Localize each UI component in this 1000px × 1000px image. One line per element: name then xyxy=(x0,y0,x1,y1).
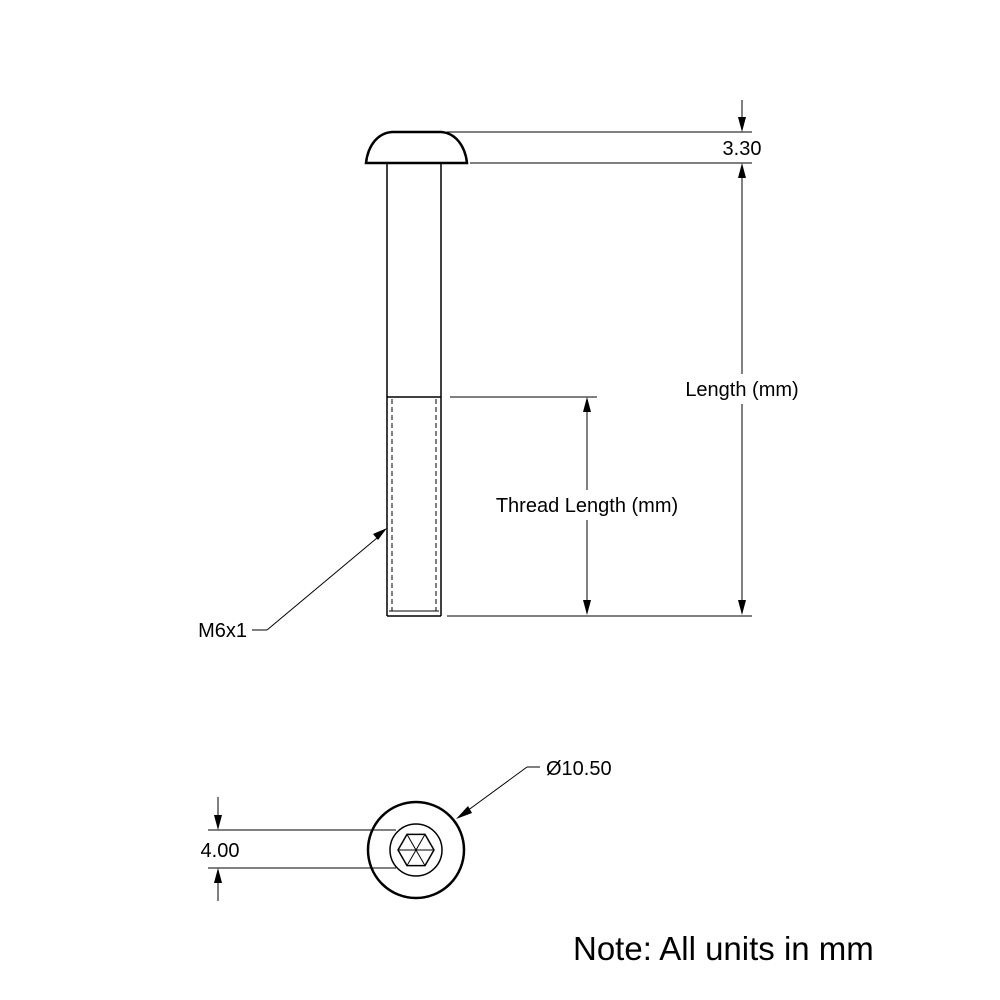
length-dimension: Length (mm) xyxy=(447,163,810,617)
length-label-gap xyxy=(676,374,810,404)
arrowhead-up xyxy=(214,868,222,883)
head-diameter-label: Ø10.50 xyxy=(546,758,612,780)
thread-length-label-gap xyxy=(482,490,694,520)
head-outer-circle xyxy=(366,800,466,900)
hex-socket-dimension: 4.00 xyxy=(201,797,396,901)
bolt-side-view xyxy=(364,130,469,617)
thread-length-dimension: Thread Length (mm) xyxy=(450,396,694,615)
arrowhead-up xyxy=(738,163,746,178)
arrowhead-up xyxy=(583,397,591,412)
hex-socket-diagonal xyxy=(406,834,426,866)
leader-arrowhead xyxy=(456,806,472,819)
thread-length-label: Thread Length (mm) xyxy=(496,495,678,517)
units-note: Note: All units in mm xyxy=(573,930,874,967)
arrowhead-down xyxy=(738,117,746,132)
leader-line xyxy=(266,537,378,631)
thread-spec-label: M6x1 xyxy=(198,620,247,642)
bolt-top-view xyxy=(366,800,466,900)
leader-arrowhead xyxy=(373,528,387,540)
arrowhead-down xyxy=(214,815,222,830)
socket-circle xyxy=(389,823,443,877)
bolt-head xyxy=(364,130,469,165)
thread-spec-leader: M6x1 xyxy=(198,528,387,642)
head-diameter-dimension: Ø10.50 xyxy=(456,758,612,819)
head-height-label: 3.30 xyxy=(723,138,762,160)
arrowhead-down xyxy=(738,600,746,615)
head-height-dimension: 3.30 xyxy=(447,100,762,164)
leader-line xyxy=(466,766,528,812)
length-label: Length (mm) xyxy=(685,379,798,401)
arrowhead-down xyxy=(583,600,591,615)
hex-socket-label: 4.00 xyxy=(201,840,240,862)
